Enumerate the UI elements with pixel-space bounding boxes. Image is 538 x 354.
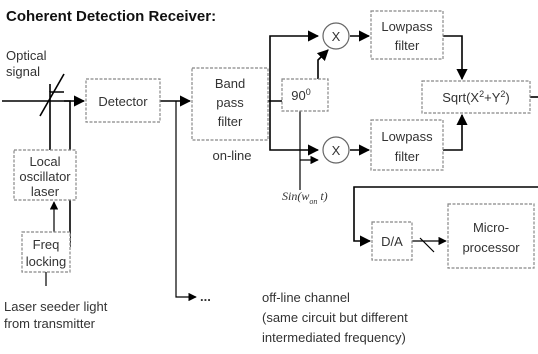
bandpass-block: Band pass filter on-line	[191, 67, 269, 163]
lower-mixer: X	[322, 136, 350, 164]
optical-label-1: Optical	[6, 48, 47, 63]
lower-lowpass-label-1: Lowpass	[381, 129, 433, 144]
freq-label-2: locking	[26, 254, 66, 269]
microprocessor-block: Micro- processor	[447, 203, 535, 269]
freq-locking-block: Freq locking	[21, 231, 71, 273]
offline-label-1: off-line channel	[262, 290, 350, 305]
bandpass-label-1: Band	[215, 76, 245, 91]
micro-label-2: processor	[462, 240, 520, 255]
online-label: on-line	[212, 148, 251, 163]
ellipsis-label: ...	[200, 289, 211, 304]
phase-shift-block: 900	[281, 78, 329, 112]
optical-label-2: signal	[6, 64, 40, 79]
lower-lowpass-label-2: filter	[395, 149, 420, 164]
detector-label: Detector	[98, 94, 148, 109]
sin-reference-label: Sin(won t)	[282, 189, 328, 206]
micro-label-1: Micro-	[473, 220, 509, 235]
lower-mixer-symbol: X	[332, 143, 341, 158]
lo-label-3: laser	[31, 184, 60, 199]
local-oscillator-block: Local oscillator laser	[13, 149, 77, 201]
bandpass-label-2: pass	[216, 95, 244, 110]
offline-label-2: (same circuit but different	[262, 310, 408, 325]
da-block: D/A	[371, 221, 413, 261]
freq-label-1: Freq	[33, 237, 60, 252]
detector-block: Detector	[85, 78, 161, 123]
seeder-label-2: from transmitter	[4, 316, 96, 331]
seeder-label-1: Laser seeder light	[4, 299, 108, 314]
phase-shift-label: 900	[291, 87, 310, 103]
lo-label-1: Local	[29, 154, 60, 169]
upper-mixer: X	[322, 22, 350, 50]
offline-label-3: intermediated frequency)	[262, 330, 406, 345]
diagram-title: Coherent Detection Receiver:	[6, 8, 216, 25]
signal-wires	[2, 30, 538, 302]
upper-mixer-symbol: X	[332, 29, 341, 44]
lower-lowpass-block: Lowpass filter	[370, 119, 444, 171]
da-label: D/A	[381, 234, 403, 249]
sqrt-block: Sqrt(X2+Y2)	[421, 80, 531, 114]
upper-lowpass-block: Lowpass filter	[370, 10, 444, 60]
sqrt-label: Sqrt(X2+Y2)	[442, 89, 509, 105]
upper-lowpass-label-2: filter	[395, 38, 420, 53]
lo-label-2: oscillator	[19, 169, 71, 184]
bandpass-label-3: filter	[218, 114, 243, 129]
upper-lowpass-label-1: Lowpass	[381, 19, 433, 34]
